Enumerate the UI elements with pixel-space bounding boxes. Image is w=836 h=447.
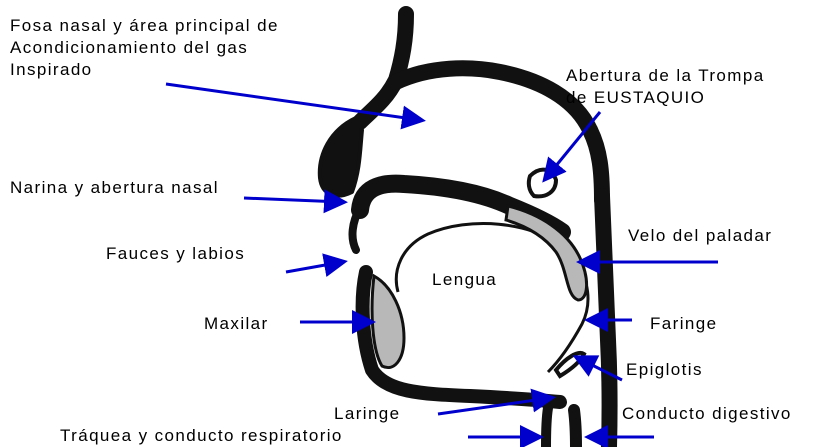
label-faringe: Faringe <box>650 314 717 334</box>
eustachian-opening <box>529 170 556 197</box>
label-conducto-digestivo: Conducto digestivo <box>622 404 792 424</box>
arrow-fauces <box>286 262 342 272</box>
label-maxilar: Maxilar <box>204 314 269 334</box>
upper-lip <box>353 208 360 250</box>
label-trompa-line2: de EUSTAQUIO <box>566 88 705 108</box>
nose-bridge <box>360 14 406 122</box>
label-narina: Narina y abertura nasal <box>10 178 219 198</box>
maxilar-bone <box>372 276 404 368</box>
label-epiglotis: Epiglotis <box>626 360 703 380</box>
label-traquea: Tráquea y conducto respiratorio <box>60 426 343 446</box>
label-fosa-nasal-line1: Fosa nasal y área principal de <box>10 16 279 36</box>
nose-tip <box>320 118 362 196</box>
label-lengua: Lengua <box>432 270 497 290</box>
pointer-arrows <box>166 84 718 437</box>
label-trompa-line1: Abertura de la Trompa <box>566 66 765 86</box>
arrow-narina <box>244 198 342 202</box>
soft-palate <box>506 206 587 300</box>
label-velo: Velo del paladar <box>628 226 772 246</box>
larynx-front <box>546 408 548 447</box>
esophagus-wall <box>574 410 576 447</box>
label-fosa-nasal-line3: Inspirado <box>10 60 93 80</box>
label-fosa-nasal-line2: Acondicionamiento del gas <box>10 38 248 58</box>
label-laringe: Laringe <box>334 404 401 424</box>
label-fauces: Fauces y labios <box>106 244 245 264</box>
